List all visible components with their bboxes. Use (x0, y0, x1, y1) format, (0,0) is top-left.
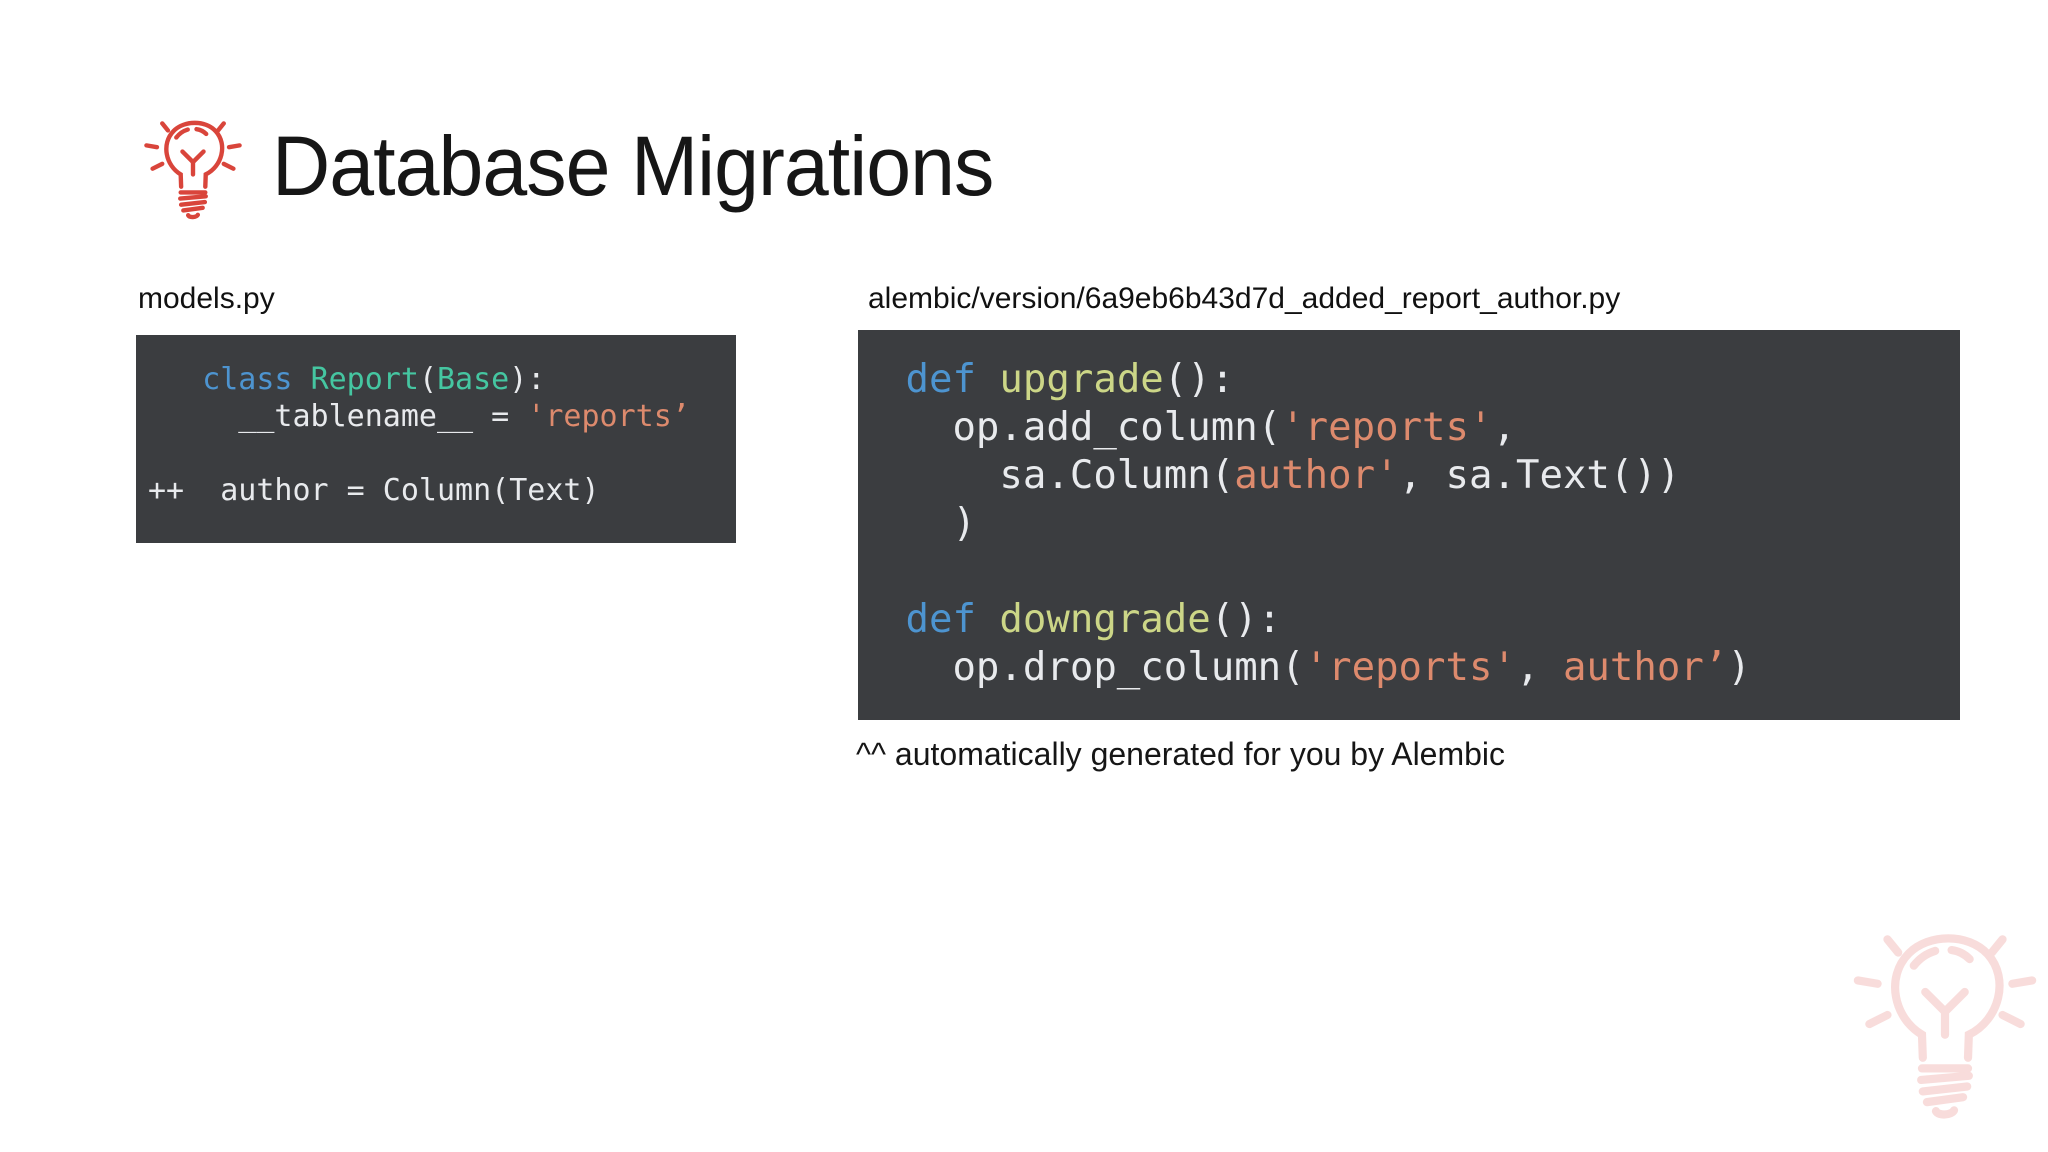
code-token-keyword: def (905, 597, 976, 642)
code-token-plain: , (1492, 405, 1516, 450)
code-token-string: author’ (1562, 645, 1728, 690)
code-token-plain: ( (418, 362, 437, 397)
code-token-plain: ) (1727, 645, 1751, 690)
code-content-alembic: def upgrade(): op.add_column('reports', … (882, 356, 1936, 692)
code-token-plain: ): (509, 362, 546, 397)
filename-label-models: models.py (138, 282, 275, 315)
code-token-string: 'reports' (1304, 645, 1516, 690)
code-token-plain (293, 362, 311, 397)
code-line: op.add_column('reports', (882, 404, 1936, 452)
lightbulb-watermark-icon (1846, 918, 2044, 1135)
code-token-plain (882, 597, 905, 642)
code-line: def downgrade(): (882, 596, 1936, 644)
code-token-classname: Report (310, 362, 419, 397)
code-token-plain (976, 357, 999, 402)
code-line: op.drop_column('reports', author’) (882, 644, 1936, 692)
code-line (882, 548, 1936, 596)
code-token-plain: ) (882, 501, 976, 546)
code-token-plain: (): (1163, 357, 1235, 402)
code-token-string: 'reports' (1281, 405, 1493, 450)
code-token-plain: __tablename__ = (148, 399, 528, 434)
code-line: sa.Column(author', sa.Text()) (882, 452, 1936, 500)
code-token-keyword: def (905, 357, 976, 402)
code-content-models: class Report(Base): __tablename__ = 'rep… (148, 361, 724, 509)
code-token-string: 'reports’ (527, 399, 690, 434)
code-line (148, 435, 724, 472)
code-token-plain: sa.Column( (882, 453, 1235, 498)
code-token-plain: (): (1210, 597, 1282, 642)
code-line: __tablename__ = 'reports’ (148, 398, 724, 435)
code-token-plain (148, 362, 202, 397)
code-block-alembic: def upgrade(): op.add_column('reports', … (858, 330, 1960, 720)
code-token-string: author' (1234, 453, 1399, 498)
code-token-keyword: class (202, 362, 293, 397)
caption: ^^ automatically generated for you by Al… (856, 736, 1506, 772)
code-line: def upgrade(): (882, 356, 1936, 404)
code-token-plain: op.drop_column( (882, 645, 1305, 690)
lightbulb-icon (140, 112, 246, 228)
code-token-function: downgrade (999, 597, 1211, 642)
code-token-plain: , sa.Text()) (1398, 453, 1681, 498)
code-token-plain: op.add_column( (882, 405, 1282, 450)
code-line: ) (882, 500, 1936, 548)
code-token-plain: , (1515, 645, 1563, 690)
filename-label-alembic: alembic/version/6a9eb6b43d7d_added_repor… (868, 282, 1621, 315)
code-token-plain (976, 597, 999, 642)
page-title: Database Migrations (272, 119, 994, 213)
code-block-models: class Report(Base): __tablename__ = 'rep… (136, 335, 736, 543)
code-token-classname: Base (437, 362, 510, 397)
code-token-plain (882, 357, 905, 402)
code-line: class Report(Base): (148, 361, 724, 398)
code-token-function: upgrade (999, 357, 1164, 402)
code-line: ++ author = Column(Text) (148, 472, 724, 509)
code-token-plain: ++ author = Column(Text) (148, 473, 600, 508)
